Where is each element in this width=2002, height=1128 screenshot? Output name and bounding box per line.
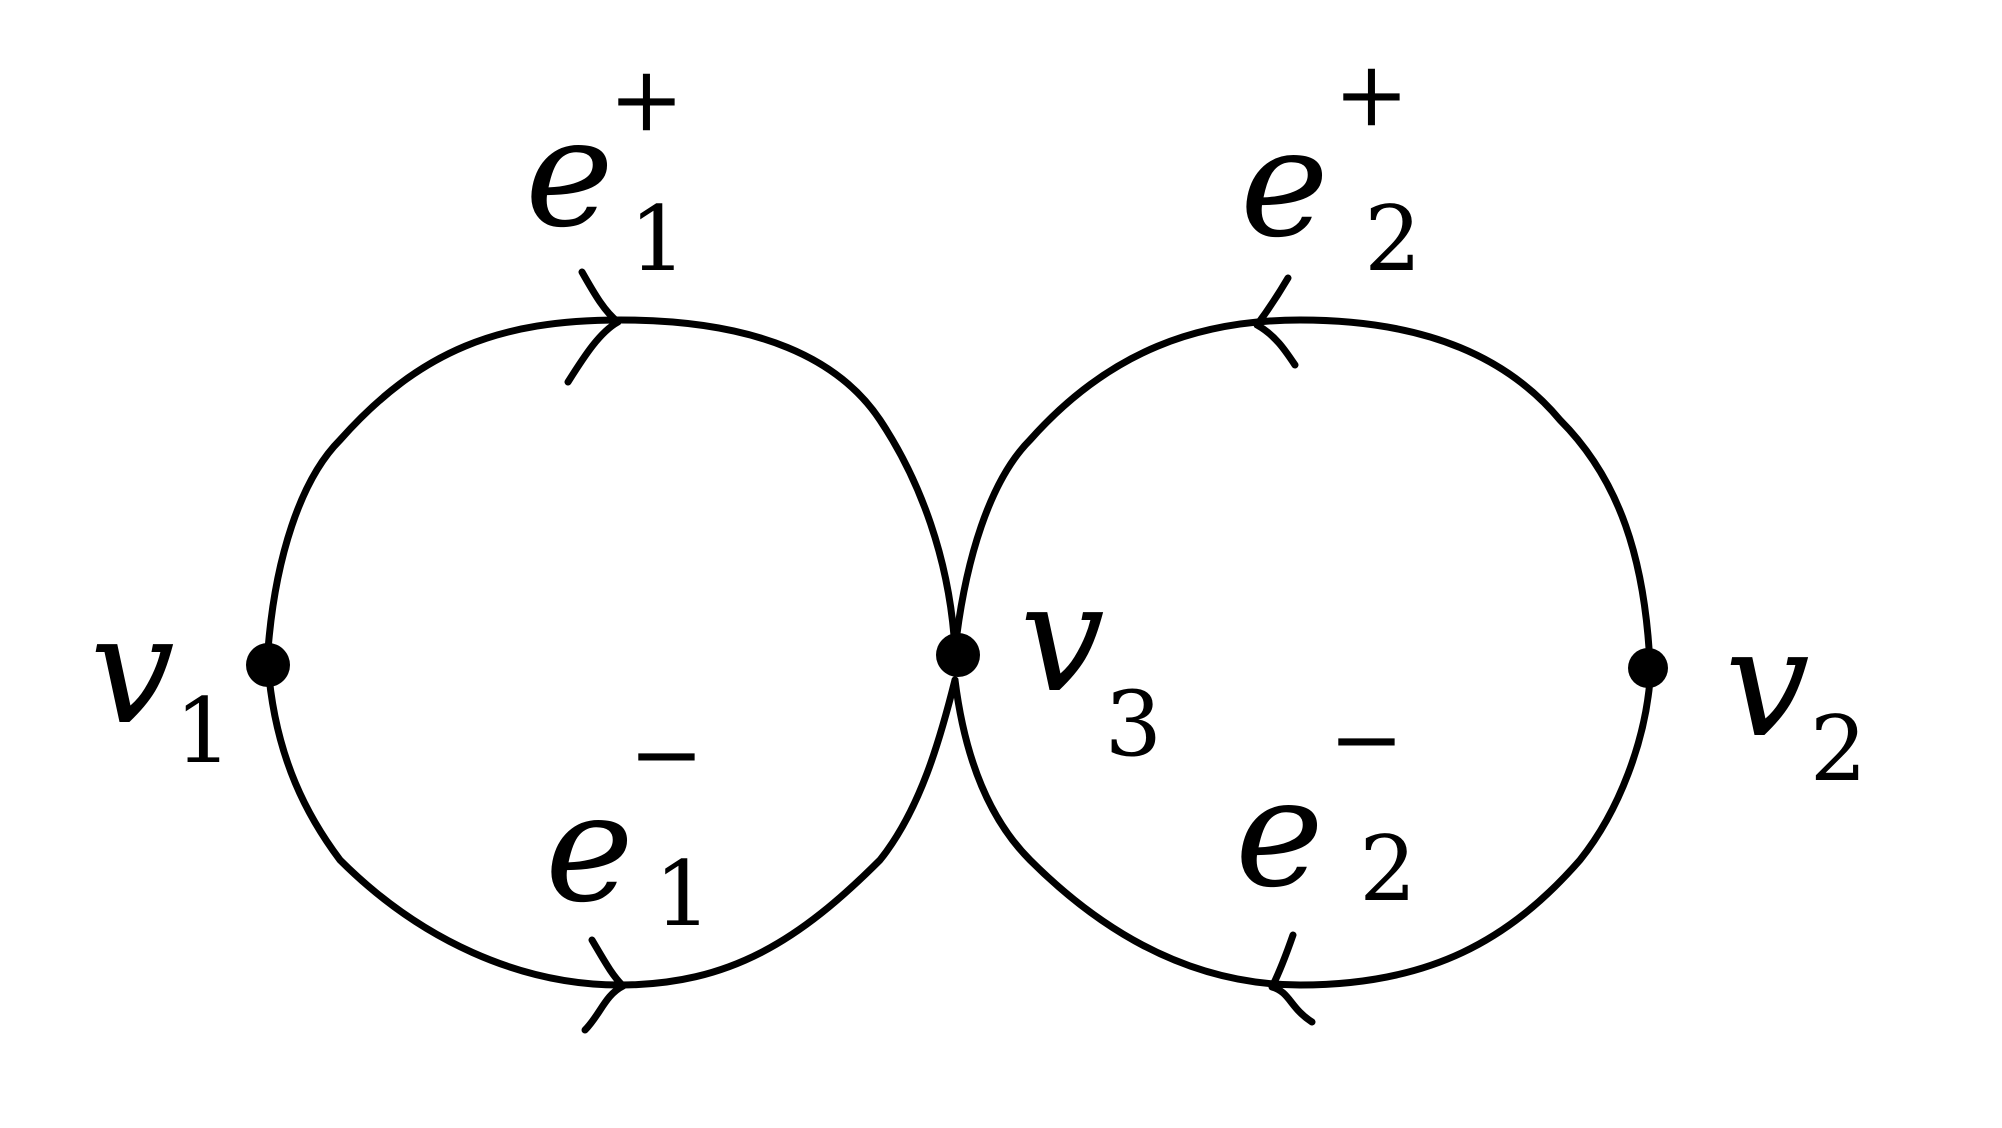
vertex-v1-dot (246, 643, 290, 687)
edge-e1-minus-direction-mark (581, 936, 627, 1034)
edge-e1-plus-arc (264, 316, 959, 654)
edge-e2-plus-label: e+2 (1240, 42, 1421, 292)
edge-e1-plus-direction-mark (564, 268, 622, 386)
edge-e2-minus-direction-mark (1268, 931, 1316, 1026)
edge-e1-minus-label: e−1 (545, 702, 711, 947)
edge-e2-plus-arc (951, 316, 1654, 669)
edge-e2-minus-label: e−2 (1235, 687, 1416, 922)
vertex-v2-dot (1628, 648, 1668, 688)
vertex-v3-dot (936, 633, 980, 677)
edge-e2-plus-direction-mark (1253, 274, 1299, 369)
edge-e1-plus-label: e+1 (525, 47, 686, 292)
vertex-v2-label: v2 (1725, 597, 1867, 802)
vertex-v1-label: v1 (90, 584, 232, 784)
edge-e2-minus-arc (951, 676, 1654, 989)
vertex-v3-label: v3 (1020, 552, 1162, 777)
